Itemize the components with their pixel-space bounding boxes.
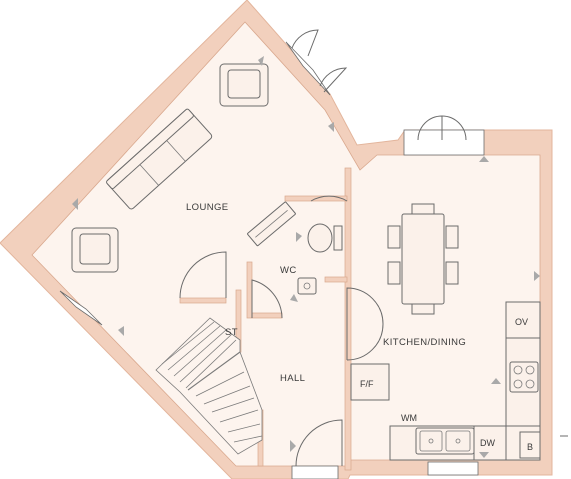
dining-set xyxy=(387,203,459,315)
kitchen-french-door-swing-left xyxy=(417,115,443,141)
wc-west-wall xyxy=(246,261,253,319)
wc-basin xyxy=(297,277,317,295)
chair xyxy=(411,303,435,315)
room-label-lounge: LOUNGE xyxy=(186,202,229,213)
appliance-label-ov: OV xyxy=(515,317,528,327)
room-label-kitchen-dining: KITCHEN/DINING xyxy=(383,337,466,348)
front-door-gap xyxy=(291,465,339,479)
appliance-labels: OV F/F WM DW B xyxy=(360,317,533,452)
appliance-label-ff: F/F xyxy=(360,379,374,389)
chair xyxy=(445,261,459,285)
openings xyxy=(59,41,485,479)
kitchen-west-wall xyxy=(344,167,352,471)
oven-unit xyxy=(505,301,541,339)
room-label-hall: HALL xyxy=(280,373,305,384)
room-label-st: ST xyxy=(225,327,238,338)
wc-south-wall-east xyxy=(324,276,348,283)
media-unit xyxy=(247,201,296,247)
lounge-french-door-swing-b xyxy=(319,67,348,93)
dining-table xyxy=(401,213,445,305)
armchair-left xyxy=(71,227,119,273)
staircase xyxy=(155,317,263,455)
lounge-french-door-swing-a xyxy=(291,29,319,57)
lounge-window-gap xyxy=(59,290,103,326)
chair xyxy=(411,203,435,215)
chair xyxy=(445,225,459,249)
chair xyxy=(387,225,401,249)
sink xyxy=(415,427,475,455)
fridge-freezer-unit xyxy=(350,363,390,401)
lounge-hall-wall xyxy=(179,297,227,304)
room-labels: LOUNGE WC ST HALL KITCHEN/DINING xyxy=(186,202,466,384)
dishwasher-unit xyxy=(473,425,507,461)
front-door-swing xyxy=(295,419,343,467)
sofa xyxy=(106,108,213,210)
toilet-cistern xyxy=(333,225,343,251)
armchair-top xyxy=(219,63,269,107)
hob xyxy=(509,361,539,393)
appliance-label-dw: DW xyxy=(480,438,495,448)
hall-lounge-door-swing xyxy=(179,251,227,299)
wc-door-swing xyxy=(251,279,283,319)
room-label-wc: WC xyxy=(280,265,297,276)
toilet xyxy=(307,223,333,253)
lounge-east-door-swing xyxy=(310,195,348,202)
exterior-walls xyxy=(0,0,553,479)
appliance-label-wm: WM xyxy=(401,413,417,423)
chair xyxy=(387,261,401,285)
kitchen-french-door-gap xyxy=(403,129,485,156)
boiler-unit xyxy=(519,431,541,459)
markers xyxy=(72,56,540,458)
door-swings xyxy=(179,29,467,467)
lounge-furniture xyxy=(71,63,296,273)
kitchen-south-window-gap xyxy=(427,461,479,476)
kitchen-units xyxy=(350,301,568,461)
kitchen-french-door-swing-right xyxy=(441,115,467,141)
kitchen-door-swing xyxy=(346,287,384,361)
appliance-label-b: B xyxy=(527,442,533,452)
lounge-french-door-gap xyxy=(285,41,331,96)
wc-fittings xyxy=(297,223,343,295)
wc-south-wall xyxy=(251,312,283,319)
stair-outline xyxy=(155,317,263,455)
